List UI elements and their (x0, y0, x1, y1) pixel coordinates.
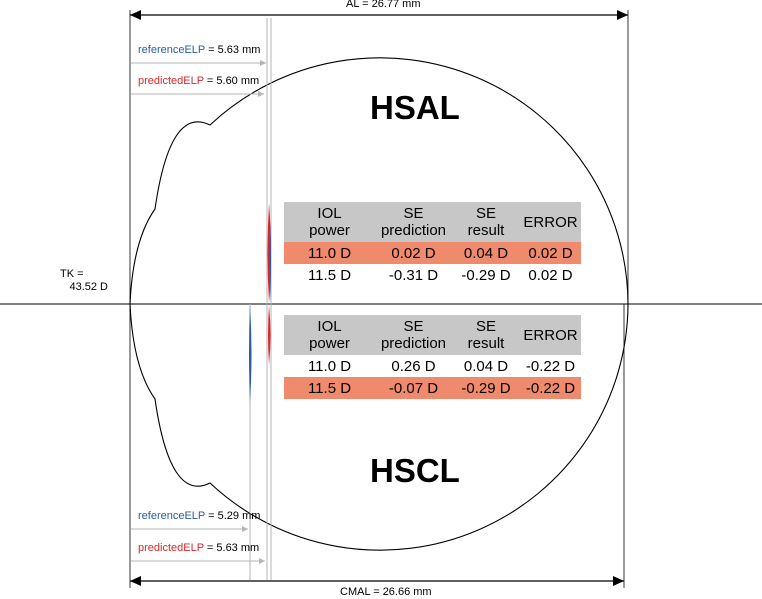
predicted-elp-name: predictedELP (138, 75, 204, 87)
table-cell: 11.0 D (307, 357, 352, 375)
table-row: 11.0 D 0.02 D 0.04 D 0.02 D (284, 242, 581, 264)
table-cell: -0.22 D (520, 377, 581, 399)
table-cell: 11.0 D (284, 242, 375, 264)
tk-label-line1: TK = (60, 268, 84, 280)
reference-elp-value: = 5.63 mm (205, 44, 261, 56)
table-cell: 0.02 D (375, 242, 452, 264)
al-arrow-left (130, 10, 141, 20)
top-reference-elp-label: referenceELP = 5.63 mm (138, 44, 260, 57)
header-error: ERROR (520, 315, 581, 355)
reference-elp-name: referenceELP (138, 510, 206, 522)
table-cell: -0.07 D (375, 377, 452, 399)
bottom-predicted-lens-marker (268, 305, 271, 365)
table-row: 11.5 D -0.31 D -0.29 D 0.02 D (284, 264, 581, 286)
top-predicted-elp-label: predictedELP = 5.60 mm (138, 75, 259, 88)
table-cell: -0.22 D (525, 357, 576, 375)
table-cell: -0.31 D (388, 266, 439, 284)
predicted-elp-value: = 5.63 mm (203, 542, 260, 554)
cmal-arrow-right (613, 576, 624, 586)
bottom-reference-elp-label: referenceELP = 5.29 mm (138, 510, 260, 523)
table-row: 11.0 D 0.26 D 0.04 D -0.22 D (284, 355, 581, 377)
table-cell: 11.5 D (284, 377, 375, 399)
hsal-title: HSAL (370, 89, 460, 126)
top-reference-lens-marker (269, 222, 271, 302)
table-cell: 0.02 D (528, 266, 573, 284)
predicted-elp-name: predictedELP (138, 542, 204, 554)
reference-elp-name: referenceELP (138, 44, 206, 56)
al-arrow-right (617, 10, 628, 20)
table-cell: -0.29 D (461, 266, 511, 284)
cmal-label: CMAL = 26.66 mm (340, 586, 432, 598)
bottom-predicted-elp-label: predictedELP = 5.63 mm (138, 542, 259, 555)
tk-label-line2: 43.52 D (69, 281, 108, 293)
header-error: ERROR (520, 202, 581, 242)
hscl-title: HSCL (370, 452, 460, 489)
bottom-reference-lens-marker (249, 305, 252, 402)
reference-elp-value: = 5.29 mm (205, 510, 261, 522)
table-cell: -0.29 D (452, 377, 520, 399)
table-row: 11.5 D -0.07 D -0.29 D -0.22 D (284, 377, 581, 399)
table-cell: 0.04 D (463, 357, 509, 375)
eye-globe-outline-lower (129, 303, 629, 551)
predicted-elp-value: = 5.60 mm (203, 75, 260, 87)
cmal-arrow-left (130, 576, 141, 586)
table-cell: 0.04 D (452, 242, 520, 264)
table-cell: 11.5 D (307, 266, 352, 284)
table-cell: 0.26 D (391, 357, 436, 375)
eye-globe-outline (129, 57, 629, 305)
al-label: AL = 26.77 mm (346, 0, 421, 10)
table-cell: 0.02 D (520, 242, 581, 264)
tk-label: TK = 43.52 D (48, 268, 108, 294)
